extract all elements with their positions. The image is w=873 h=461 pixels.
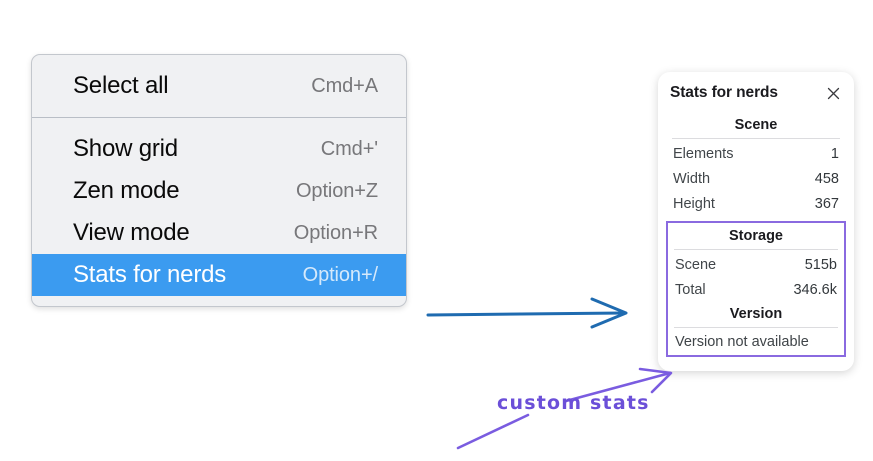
stat-key: Width [673,171,711,188]
menu-item-view-mode[interactable]: View mode Option+R [32,212,406,254]
version-section: Version Version not available [672,303,840,351]
menu-item-label: Zen mode [73,177,180,204]
menu-separator [32,117,406,118]
menu-item-label: Show grid [73,135,178,162]
menu-item-stats-for-nerds[interactable]: Stats for nerds Option+/ [32,254,406,296]
blue-arrow [426,297,628,329]
menu-item-select-all[interactable]: Select all Cmd+A [32,65,406,107]
stat-value: 346.6k [793,282,837,299]
stat-key: Height [673,196,715,213]
menu-item-shortcut: Cmd+' [320,138,378,160]
menu-item-label: Stats for nerds [73,261,227,288]
divider [674,327,838,329]
stat-value: 515b [804,257,837,274]
stat-key: Elements [673,146,734,162]
menu-item-show-grid[interactable]: Show grid Cmd+' [32,128,406,170]
menu-item-shortcut: Option+Z [295,180,378,202]
stat-value: 1 [830,146,839,162]
divider [674,249,838,251]
stat-key: Total [675,282,706,299]
storage-section: Storage Scene 515b Total 346.6k [672,225,840,303]
menu-item-label: Select all [73,72,169,99]
stat-row: Width 458 [670,167,842,192]
scene-section: Scene Elements 1 Width 458 Height 367 [670,114,842,217]
menu-item-zen-mode[interactable]: Zen mode Option+Z [32,170,406,212]
menu-item-label: View mode [73,219,190,246]
stats-panel-header: Stats for nerds [670,84,842,102]
menu-item-shortcut: Option+/ [302,264,378,286]
purple-underline-stroke [456,413,530,450]
scene-heading: Scene [734,117,778,133]
version-heading: Version [729,306,783,323]
menu-item-shortcut: Cmd+A [311,75,378,97]
stat-row: Scene 515b [672,253,840,278]
stat-row: Height 367 [670,192,842,217]
version-note: Version not available [675,334,809,351]
close-icon[interactable] [825,85,842,102]
annotation-label: custom stats [497,392,650,414]
stat-row: Elements 1 [670,142,842,167]
context-menu[interactable]: Select all Cmd+A Show grid Cmd+' Zen mod… [31,54,407,307]
menu-group-2: Show grid Cmd+' Zen mode Option+Z View m… [32,118,406,296]
divider [672,138,840,139]
stat-key: Scene [675,257,717,274]
stat-value: 458 [814,171,839,188]
stats-panel-title: Stats for nerds [670,84,778,101]
custom-stats-highlight-box: Storage Scene 515b Total 346.6k Version … [666,221,846,358]
stat-row: Total 346.6k [672,278,840,303]
menu-group-1: Select all Cmd+A [32,55,406,107]
stats-for-nerds-panel: Stats for nerds Scene Elements 1 Width 4… [658,72,854,372]
menu-item-shortcut: Option+R [293,222,378,244]
storage-heading: Storage [729,228,783,245]
stat-value: 367 [814,196,839,213]
